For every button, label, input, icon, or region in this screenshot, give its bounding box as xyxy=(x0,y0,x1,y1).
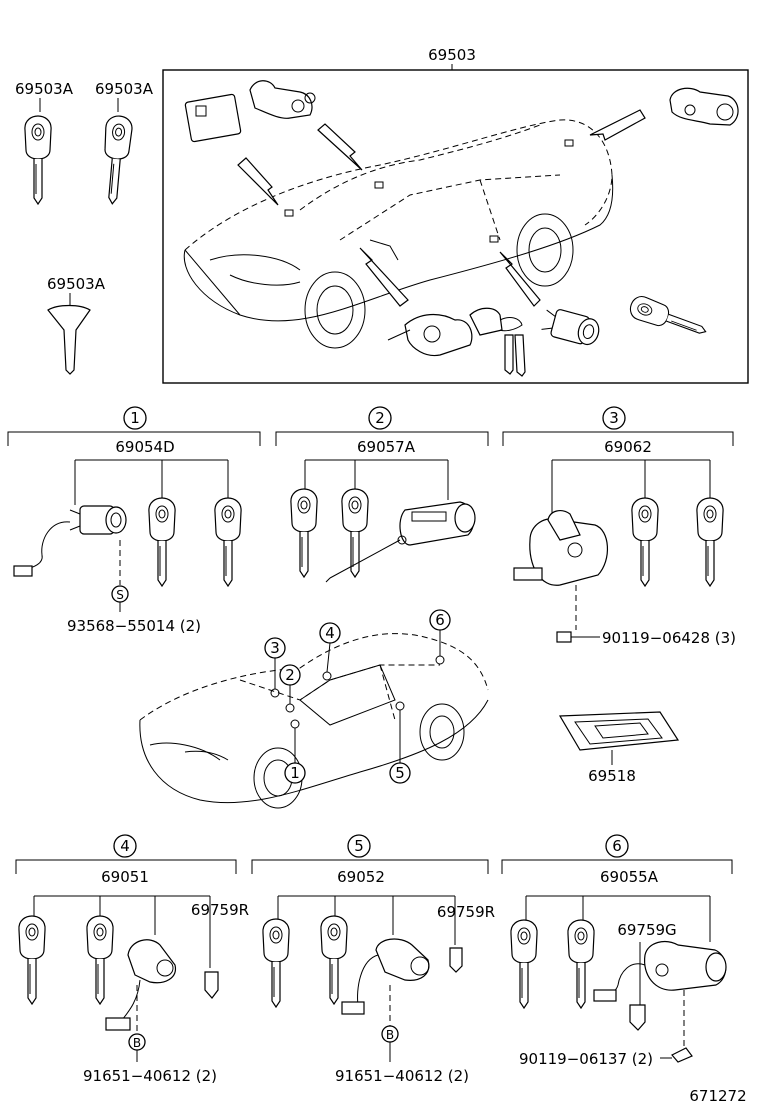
group-3-number: 3 xyxy=(609,409,619,427)
clip-icon xyxy=(629,1004,646,1031)
group-5-part: 69052 xyxy=(337,868,385,886)
bolt-icon xyxy=(556,631,590,643)
group-2: 2 69057A xyxy=(275,406,489,583)
car-callout-1: 1 xyxy=(290,764,300,782)
key-icon xyxy=(696,497,724,587)
assembly-frame xyxy=(162,69,749,384)
group-1-bolt-letter: S xyxy=(116,588,124,602)
key-icon xyxy=(86,915,114,1005)
group-6-part: 69055A xyxy=(600,868,659,886)
group-5-number: 5 xyxy=(354,837,364,855)
group-5: 5 69052 69759R B 91651−40612 (2) xyxy=(251,834,495,1085)
car-illustration-middle: 3 2 4 6 1 5 xyxy=(139,609,489,809)
key-part-label-2: 69503A xyxy=(95,80,154,98)
key-icon xyxy=(510,919,538,1009)
group-4-number: 4 xyxy=(120,837,130,855)
door-lock-cylinder xyxy=(325,501,476,583)
key-icon xyxy=(631,497,659,587)
top-assembly: 69503 xyxy=(162,46,749,384)
bolt-icon xyxy=(671,1047,693,1063)
group-6: 6 69055A 69759G 90119−06137 (2) xyxy=(501,834,733,1068)
group-6-clip: 69759G xyxy=(617,921,676,939)
key-icon xyxy=(341,488,369,578)
door-lock-cylinder xyxy=(105,939,177,1031)
key-plate: 69518 xyxy=(558,711,680,785)
group-6-bolt: 90119−06137 (2) xyxy=(519,1050,653,1068)
car-illustration-top xyxy=(183,119,614,349)
car-callout-3: 3 xyxy=(270,639,280,657)
pointer-arrows xyxy=(237,109,646,307)
plate-part-number: 69518 xyxy=(588,767,636,785)
key-icon xyxy=(18,915,46,1005)
title-part-number: 69503 xyxy=(428,46,476,64)
group-3-bolt: 90119−06428 (3) xyxy=(602,629,736,647)
group-5-bolt-letter: B xyxy=(386,1028,394,1042)
group-4-clip: 69759R xyxy=(191,901,249,919)
key-icon xyxy=(214,497,242,587)
master-key-icon xyxy=(98,114,134,206)
group-5-bolt: 91651−40612 (2) xyxy=(335,1067,469,1085)
car-callout-2: 2 xyxy=(285,666,295,684)
group-4-bolt: 91651−40612 (2) xyxy=(83,1067,217,1085)
ignition-cylinder xyxy=(69,505,127,535)
master-key-icon xyxy=(24,115,52,205)
car-callout-6: 6 xyxy=(435,611,445,629)
clip-icon xyxy=(449,947,463,973)
group-3-part: 69062 xyxy=(604,438,652,456)
loose-keys: 69503A 69503A 69503A xyxy=(15,80,154,375)
trunk-lock-assembly xyxy=(513,510,609,630)
group-1: 1 69054D S 93568−55014 (2) xyxy=(7,406,261,635)
group-2-number: 2 xyxy=(375,409,385,427)
group-2-part: 69057A xyxy=(357,438,416,456)
group-1-number: 1 xyxy=(130,409,140,427)
car-callout-5: 5 xyxy=(395,764,405,782)
key-icon xyxy=(262,918,290,1008)
key-icon xyxy=(320,915,348,1005)
key-part-label-1: 69503A xyxy=(15,80,74,98)
key-icon xyxy=(148,497,176,587)
diagram-number: 671272 xyxy=(689,1087,746,1105)
group-1-bolt: 93568−55014 (2) xyxy=(67,617,201,635)
group-1-part: 69054D xyxy=(115,438,174,456)
key-icon xyxy=(290,488,318,578)
clip-icon xyxy=(204,971,219,999)
key-icon xyxy=(567,919,595,1009)
group-5-clip: 69759R xyxy=(437,903,495,921)
rear-lock-cylinder xyxy=(593,941,727,1002)
group-4-bolt-letter: B xyxy=(133,1036,141,1050)
blank-key-label: 69503A xyxy=(47,275,106,293)
group-4: 4 69051 69759R B 91651−40612 (2) xyxy=(15,834,249,1085)
box-parts xyxy=(184,80,739,377)
blank-key-icon xyxy=(47,304,91,375)
group-4-part: 69051 xyxy=(101,868,149,886)
door-lock-cylinder xyxy=(341,938,430,1015)
car-callout-4: 4 xyxy=(325,624,335,642)
group-6-number: 6 xyxy=(612,837,622,855)
group-3: 3 69062 90119−06428 (3) xyxy=(502,406,736,647)
